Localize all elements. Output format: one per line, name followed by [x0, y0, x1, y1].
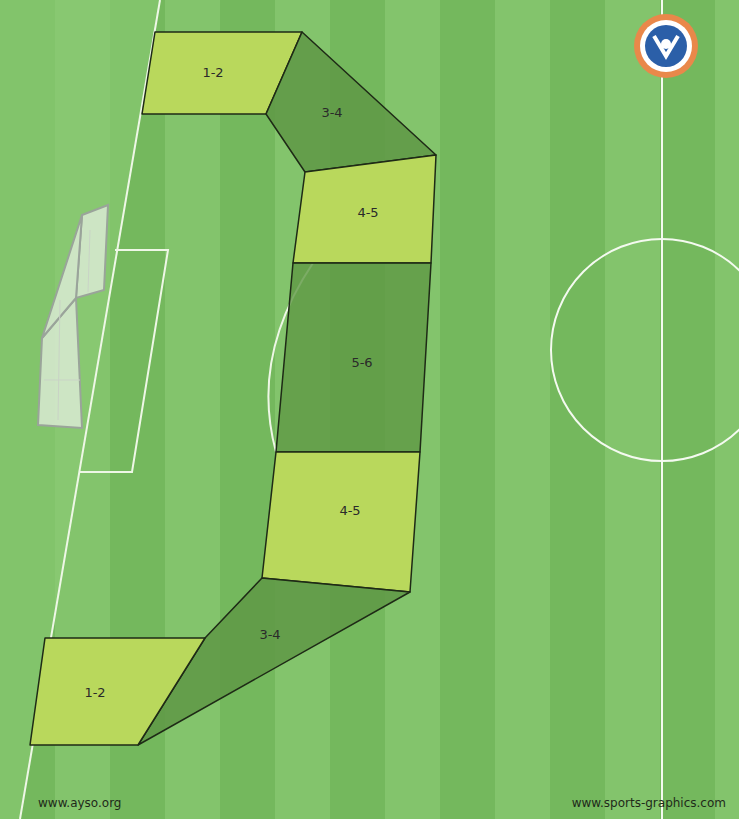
zone-area: 4-5 — [293, 155, 436, 263]
zone-number: 3-4 — [321, 105, 342, 120]
zone-number: 1-2 — [84, 685, 105, 700]
zone-shape — [30, 638, 205, 745]
zone-number: 5-6 — [351, 355, 372, 370]
zone-area: 5-6 — [276, 263, 431, 452]
zone-outline — [293, 155, 436, 263]
zone-number: 4-5 — [357, 205, 378, 220]
zone-area: 1-2 — [30, 638, 205, 745]
zone-area: 4-5 — [262, 452, 420, 592]
zone-outline — [276, 263, 431, 452]
ayso-logo — [634, 14, 698, 78]
website-label: www.ayso.org — [38, 796, 122, 810]
website-label: www.sports-graphics.com — [572, 796, 726, 810]
zone-number: 1-2 — [202, 65, 223, 80]
zone-area: 3-4 — [266, 32, 436, 172]
zone-outline — [262, 452, 420, 592]
zone-shape — [266, 32, 436, 172]
zone-outline — [30, 638, 205, 745]
zone-number: 4-5 — [339, 503, 360, 518]
zone-number: 3-4 — [259, 627, 280, 642]
zone-shape — [262, 452, 420, 592]
zone-outline — [266, 32, 436, 172]
